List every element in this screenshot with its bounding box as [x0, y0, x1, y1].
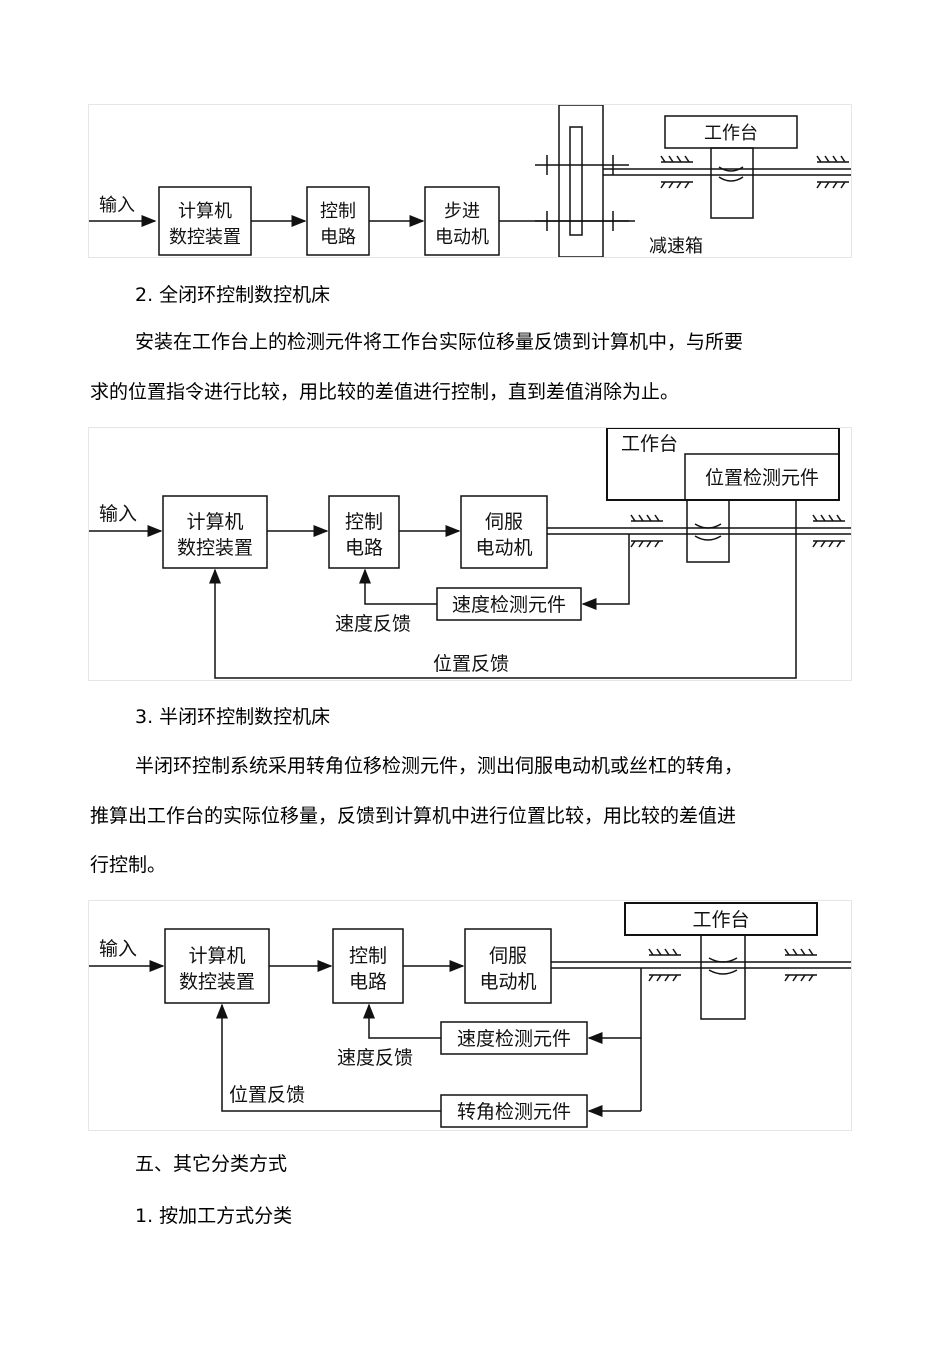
nut-block [686, 499, 730, 563]
section-2-heading: 2. 全闭环控制数控机床 [135, 284, 331, 306]
position-sensor-box [684, 453, 840, 501]
position-feedback-label: 位置反馈 [229, 1084, 305, 1106]
computer-label-1: 计算机 [188, 945, 245, 967]
computer-label-1: 计算机 [186, 511, 243, 533]
section-3-para-line-2: 推算出工作台的实际位移量，反馈到计算机中进行位置比较，用比较的差值进 [90, 805, 737, 827]
position-feedback-label: 位置反馈 [433, 653, 509, 675]
speed-sensor-label: 速度检测元件 [457, 1028, 571, 1050]
section-3-heading: 3. 半闭环控制数控机床 [135, 706, 331, 728]
bearing-left [630, 514, 663, 548]
nut-block [700, 934, 746, 1020]
angle-sensor-label: 转角检测元件 [457, 1101, 571, 1123]
motor-label-2: 电动机 [479, 971, 536, 993]
control-label-2: 电路 [349, 971, 387, 993]
bearing-right [816, 155, 849, 189]
open-loop-diagram: 输入 计算机 数控装置 控制 电路 步进 电动机 工作台 减速箱 [88, 104, 852, 258]
control-label-1: 控制 [349, 945, 387, 967]
motor-label-1: 步进 [444, 201, 480, 222]
control-label-2: 电路 [320, 227, 356, 248]
input-label: 输入 [99, 503, 137, 525]
bearing-right [784, 948, 817, 982]
section-5-heading: 五、其它分类方式 [135, 1153, 288, 1175]
speed-feedback-label: 速度反馈 [335, 613, 411, 635]
motor-label-1: 伺服 [485, 511, 523, 533]
servo-motor-box [464, 928, 552, 1004]
control-label-1: 控制 [320, 201, 356, 222]
computer-label-2: 数控装置 [179, 971, 255, 993]
gearbox-symbol [535, 105, 629, 257]
computer-label-2: 数控装置 [177, 537, 253, 559]
section-2-para-line-2: 求的位置指令进行比较，用比较的差值进行控制，直到差值消除为止。 [90, 381, 680, 403]
closed-loop-diagram: 输入 计算机 数控装置 控制 电路 伺服 电动机 工作台 位置检测元件 速度检测… [88, 427, 852, 681]
worktable-label: 工作台 [621, 433, 678, 455]
worktable-label: 工作台 [692, 909, 749, 931]
bearing-left [648, 948, 681, 982]
input-label: 输入 [99, 195, 135, 216]
input-label: 输入 [99, 938, 137, 960]
nut-block [710, 147, 754, 219]
computer-nc-box [162, 495, 268, 569]
motor-label-1: 伺服 [489, 945, 527, 967]
speed-sensor-label: 速度检测元件 [452, 594, 566, 616]
section-5-sub-1: 1. 按加工方式分类 [135, 1205, 293, 1227]
bearing-right [812, 514, 845, 548]
worktable-label: 工作台 [704, 123, 758, 144]
servo-motor-box [460, 495, 548, 569]
gearbox-label: 减速箱 [649, 236, 703, 257]
control-label-2: 电路 [345, 537, 383, 559]
control-label-1: 控制 [345, 511, 383, 533]
control-circuit-box [328, 495, 400, 569]
speed-feedback-label: 速度反馈 [337, 1047, 413, 1069]
computer-label-1: 计算机 [178, 201, 232, 222]
motor-label-2: 电动机 [435, 227, 489, 248]
position-sensor-label: 位置检测元件 [705, 467, 819, 489]
section-3-para-line-1: 半闭环控制系统采用转角位移检测元件，测出伺服电动机或丝杠的转角， [135, 755, 744, 777]
semi-closed-loop-diagram: 输入 计算机 数控装置 控制 电路 伺服 电动机 工作台 速度检测元件 速度反馈… [88, 900, 852, 1131]
computer-label-2: 数控装置 [169, 227, 241, 248]
motor-label-2: 电动机 [475, 537, 532, 559]
section-2-para-line-1: 安装在工作台上的检测元件将工作台实际位移量反馈到计算机中，与所要 [135, 331, 744, 353]
bearing-left [660, 155, 693, 189]
section-3-para-line-3: 行控制。 [90, 854, 167, 876]
